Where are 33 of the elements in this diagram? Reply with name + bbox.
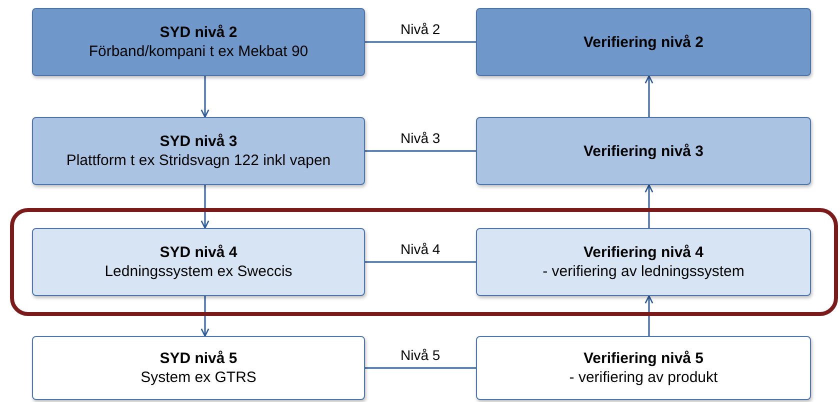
connector-line [365,261,476,263]
connector-line [365,41,476,43]
box-heading: SYD nivå 3 [160,132,238,151]
process-box [32,117,365,185]
highlight-frame [10,208,838,316]
process-box [32,228,365,296]
process-box [32,8,365,76]
box-heading: Verifiering nivå 5 [583,349,704,368]
box-heading: SYD nivå 4 [160,243,238,262]
box-text: - verifiering av ledningssystem [542,262,744,281]
box-text: Ledningssystem ex Sweccis [104,262,292,281]
box-text: System ex GTRS [140,368,256,387]
arrow [644,184,654,228]
arrow [200,76,210,118]
connector-line [365,150,476,152]
arrow [200,296,210,337]
box-text: Förband/kompani t ex Mekbat 90 [88,42,308,61]
process-box [476,8,811,76]
process-box [476,117,811,185]
arrow [644,75,654,117]
box-text: Plattform t ex Stridsvagn 122 inkl vapen [66,151,331,170]
connector-line [365,367,476,369]
box-text: - verifiering av produkt [569,368,718,387]
box-heading: Verifiering nivå 4 [583,243,704,262]
box-heading: SYD nivå 5 [160,349,238,368]
box-heading: SYD nivå 2 [160,23,238,42]
box-heading: Verifiering nivå 3 [583,142,704,160]
arrow [644,295,654,336]
process-box [476,336,811,400]
arrow [200,185,210,229]
box-heading: Verifiering nivå 2 [583,32,704,52]
process-box [476,228,811,296]
process-box [32,336,365,400]
